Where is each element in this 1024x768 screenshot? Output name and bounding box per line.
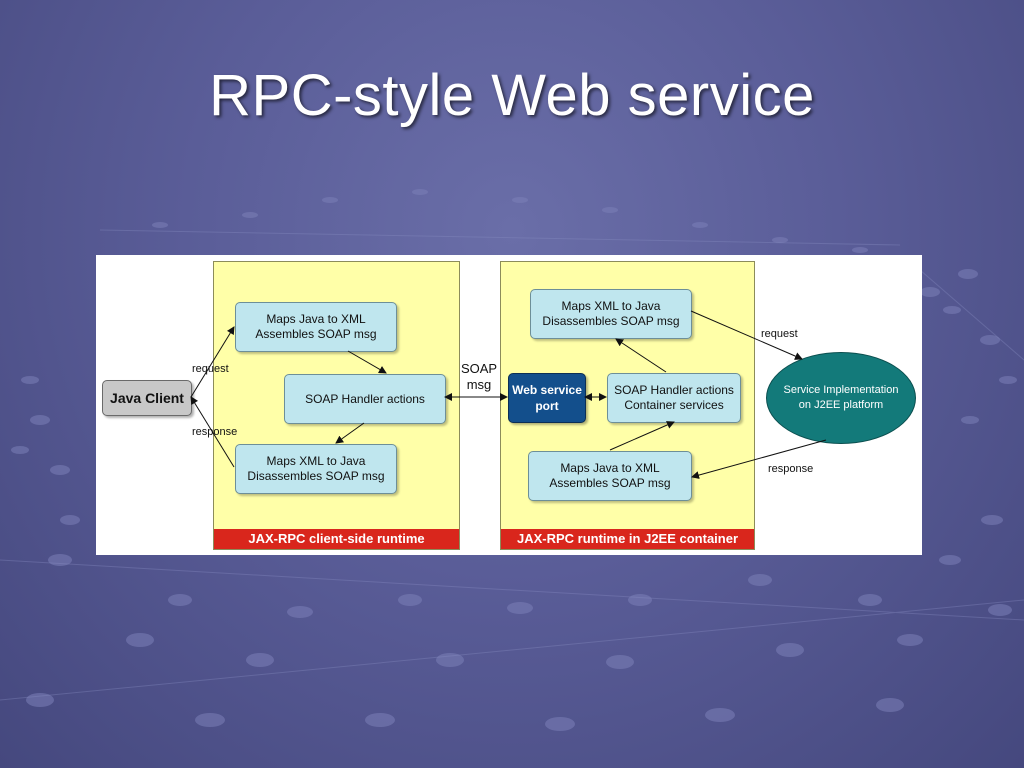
client-runtime-label: JAX-RPC client-side runtime <box>214 529 459 549</box>
rpc-diagram: JAX-RPC client-side runtime JAX-RPC runt… <box>96 255 922 555</box>
server-top-box: Maps XML to Java Disassembles SOAP msg <box>530 289 692 339</box>
arrow-client-to-top <box>190 326 235 398</box>
client-top-box: Maps Java to XML Assembles SOAP msg <box>235 302 397 352</box>
soap-msg-label: SOAP msg <box>460 361 498 392</box>
client-bottom-box: Maps XML to Java Disassembles SOAP msg <box>235 444 397 494</box>
diagram-arrows <box>190 310 827 479</box>
arrow-mid-to-bottom <box>335 422 365 444</box>
arrow-bottom-to-client <box>190 396 235 468</box>
java-client-box: Java Client <box>102 380 192 416</box>
response-label-right: response <box>768 463 814 475</box>
arrow-top-to-mid <box>347 350 387 374</box>
server-runtime-label: JAX-RPC runtime in J2EE container <box>501 529 754 549</box>
server-bottom-box: Maps Java to XML Assembles SOAP msg <box>528 451 692 501</box>
arrow-service-to-bottom <box>691 439 827 479</box>
service-implementation-ellipse: Service Implementation on J2EE platform <box>766 352 916 444</box>
arrow-bottom-to-handler <box>609 421 675 451</box>
web-service-port-box: Web service port <box>508 373 586 423</box>
client-mid-box: SOAP Handler actions <box>284 374 446 424</box>
response-label-left: response <box>192 426 238 438</box>
slide-title: RPC-style Web service <box>209 63 815 128</box>
arrow-handler-to-top <box>615 338 667 373</box>
server-mid-box: SOAP Handler actions Container services <box>607 373 741 423</box>
arrow-top-to-service <box>690 310 803 360</box>
request-label-left: request <box>192 363 229 375</box>
request-label-right: request <box>761 328 798 340</box>
